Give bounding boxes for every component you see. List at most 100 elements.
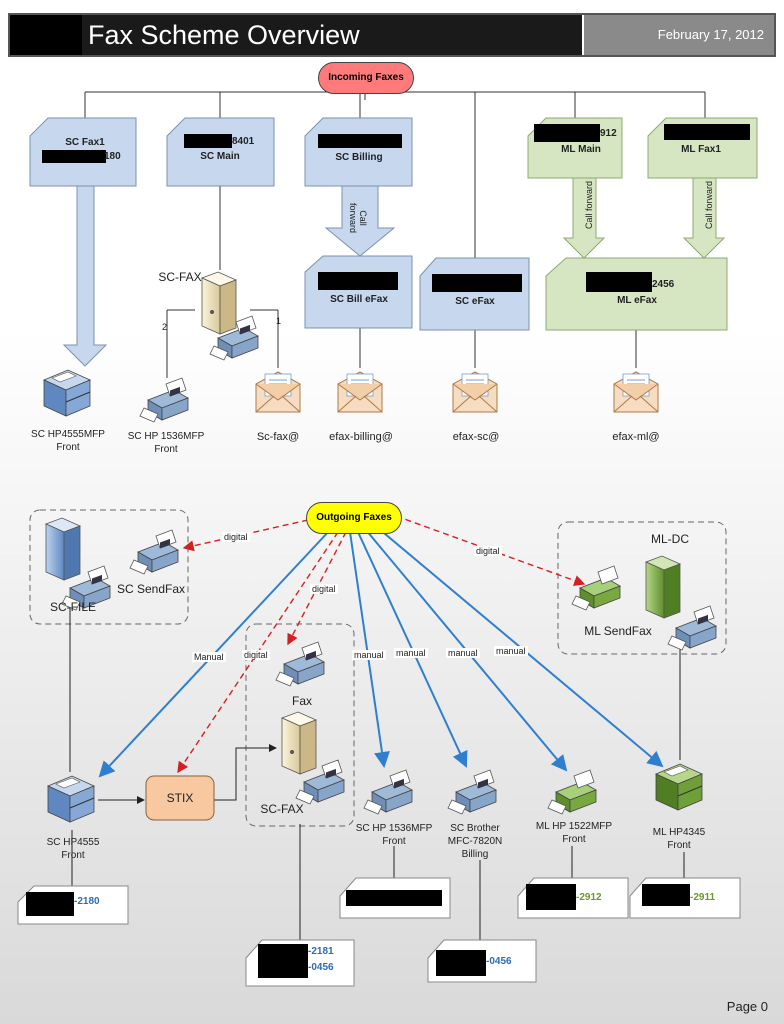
redaction [42,150,106,163]
card-number: -0456 [486,956,512,967]
card-number: -0456 [308,962,334,973]
email-label: efax-ml@ [612,431,660,443]
stix-box [145,775,215,821]
printer-icon [47,775,95,823]
digital-lines [177,515,586,774]
card-label: ML Main [561,144,601,155]
email-label: efax-billing@ [329,431,393,443]
group-sc-file [29,509,189,625]
device-label: Fax [291,694,312,708]
card-number: -2180 [74,896,100,907]
email-envelope-icon [613,371,659,413]
arrow-callforward-ml-main [562,177,606,259]
card-label: SC Main [200,151,240,162]
digital-label: digital [474,546,502,556]
manual-label: manual [352,650,386,660]
digital-label: digital [222,532,250,542]
page-number: Page 0 [726,999,768,1014]
server-label: SC-FAX [260,802,304,816]
redaction [346,890,442,906]
redaction [184,134,232,148]
redaction [534,124,600,142]
page-date: February 17, 2012 [582,15,774,55]
card-number: -2912 [576,892,602,903]
fax-icon [363,769,413,815]
digital-label: digital [242,650,270,660]
device-label: SC SendFax [116,582,186,596]
server-icon [281,711,317,775]
fax-icon [129,529,179,575]
printer-icon [655,763,703,811]
email-envelope-icon [337,371,383,413]
header-redaction [10,15,82,55]
group-label: ML-DC [651,532,689,546]
manual-label: manual [494,646,528,656]
server-icon [45,517,81,581]
fax-icon [447,769,497,815]
redaction [664,124,750,140]
group-label: SC-FILE [49,600,96,614]
email-label: Sc-fax@ [256,431,300,443]
group-ml-dc [557,521,727,655]
incoming-arrows [62,177,726,367]
fax-icon [275,641,325,687]
stix-label: STIX [166,791,194,805]
redaction [436,950,486,976]
card-label: SC Fax1 [65,137,105,148]
redaction [586,272,652,292]
card-label: ML Fax1 [681,144,721,155]
redaction [642,884,690,906]
redaction [432,274,522,292]
printer-icon [43,369,91,417]
header-bar: Fax Scheme Overview February 17, 2012 [8,13,776,57]
port-label: 1 [276,316,282,326]
redaction [318,272,398,290]
call-forward-label: Call forward [704,181,714,230]
manual-label: manual [446,648,480,658]
efax-box-sc [419,257,530,331]
port-label: 2 [162,322,168,332]
fax-icon [571,565,621,611]
email-envelope-icon [255,371,301,413]
card-label: SC Billing [335,152,383,163]
outgoing-faxes-pill: Outgoing Faxes [306,502,402,534]
card-number: 2456 [652,279,675,290]
incoming-faxes-pill: Incoming Faxes [318,62,414,94]
redaction [526,884,576,910]
card-number: 8401 [232,136,255,147]
fax-icon [139,377,189,423]
device-label: ML SendFax [584,624,652,638]
card-number: 912 [600,128,617,139]
incoming-tree-lines [84,91,706,378]
arrow-callforward-sc-billing [324,185,396,257]
card-number: -2911 [690,892,716,903]
card-number: 180 [104,151,121,162]
email-envelope-icon [452,371,498,413]
call-forward-label: Call forward [348,202,368,233]
arrow-down-sc-fax1 [62,185,108,367]
redaction [258,944,308,978]
server-icon [645,555,681,619]
efax-label: SC Bill eFax [330,294,388,305]
efax-label: ML eFax [617,295,657,306]
card-number: -2181 [308,946,334,957]
arrow-callforward-ml-fax1 [682,177,726,259]
redaction [26,892,74,916]
digital-label: digital [310,584,338,594]
server-label: SC-FAX [158,270,202,284]
fax-icon [547,769,597,815]
manual-label: Manual [192,652,226,662]
outgoing-groups [29,509,727,827]
manual-label: manual [394,648,428,658]
email-label: efax-sc@ [452,431,500,443]
page-title: Fax Scheme Overview [88,20,360,50]
call-forward-label: Call forward [584,181,594,230]
redaction [318,134,402,148]
